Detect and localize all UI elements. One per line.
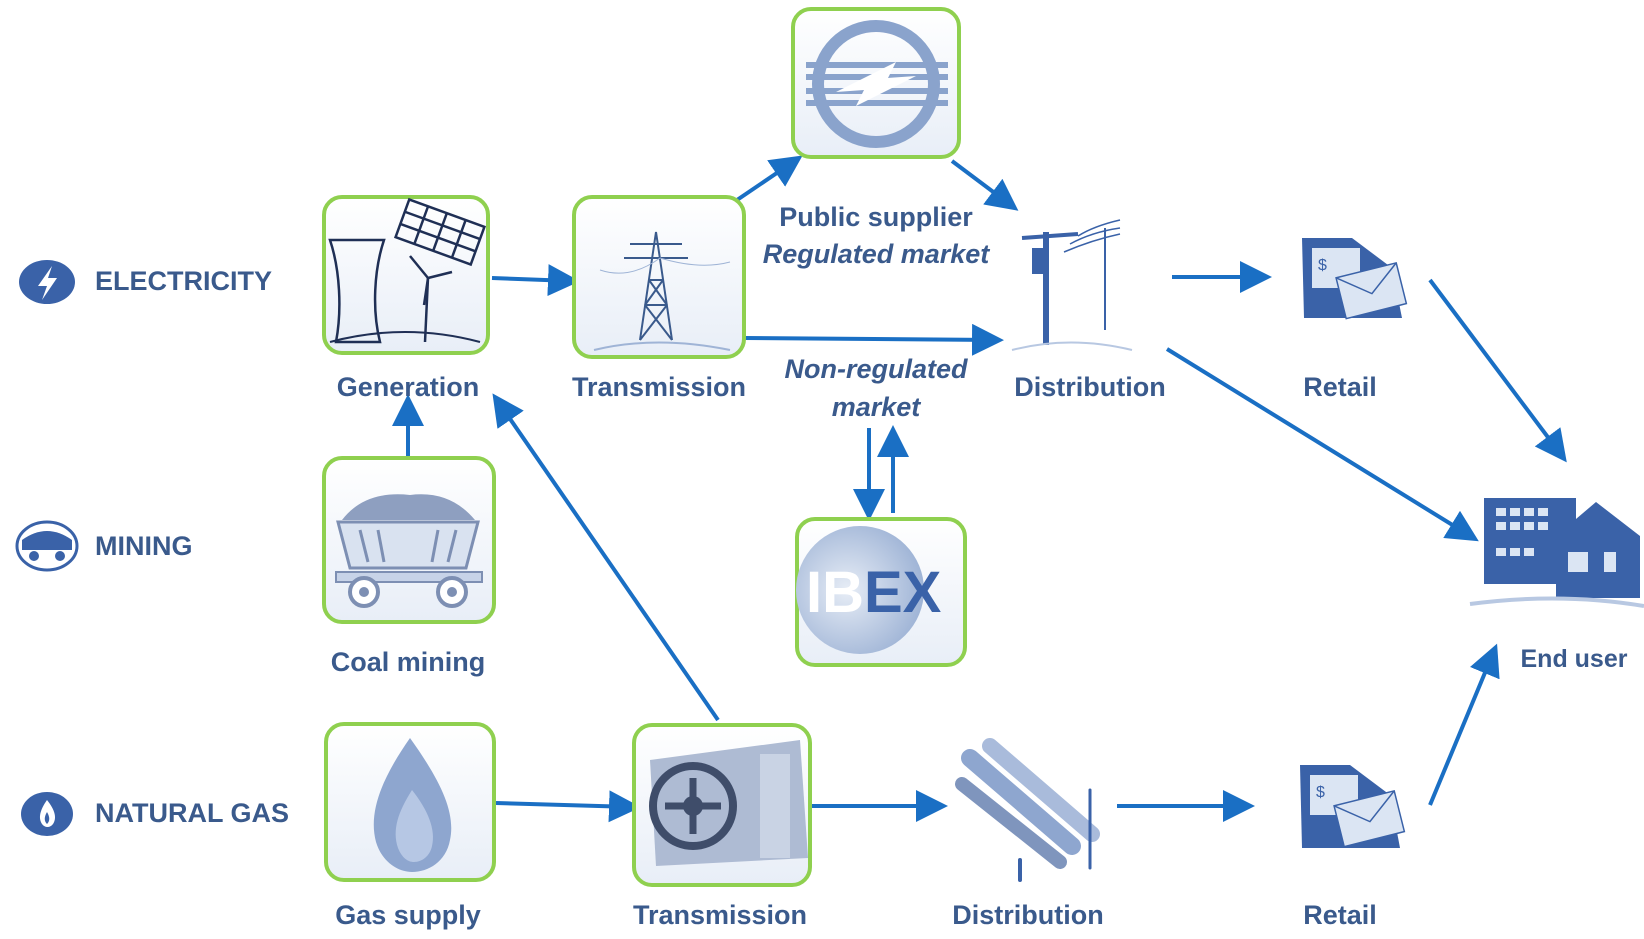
arrow-transmission-to-public-supplier <box>735 155 803 202</box>
arrow-transmission-to-distribution <box>744 323 1004 356</box>
arrow-retail-to-end-user <box>1428 278 1567 463</box>
svg-text:$: $ <box>1316 784 1325 801</box>
label-distribution-gas: Distribution <box>952 900 1104 930</box>
label-transmission-electricity: Transmission <box>571 372 747 402</box>
label-retail-electricity: Retail <box>1303 372 1377 402</box>
pipeline-valve-icon <box>649 740 808 866</box>
label-transmission-gas: Transmission <box>632 900 808 930</box>
arrows <box>392 155 1567 823</box>
arrow-generation-to-transmission <box>491 264 580 297</box>
arrow-gas-transmission-to-generation <box>492 393 720 722</box>
gas-flame-icon <box>373 738 452 872</box>
sector-label-electricity: ELECTRICITY <box>95 266 273 296</box>
mine-cart-icon <box>15 520 79 572</box>
svg-text:$: $ <box>1318 257 1327 274</box>
flame-icon <box>21 792 73 836</box>
utility-pole-icon <box>1011 219 1133 351</box>
label-retail-gas: Retail <box>1303 900 1377 930</box>
arrow-distribution-to-end-user <box>1165 347 1479 542</box>
label-regulated-market: Regulated market <box>762 239 990 269</box>
lightning-icon <box>19 260 75 304</box>
end-user-building-icon <box>1469 474 1644 624</box>
transmission-tower-icon <box>593 231 731 351</box>
arrow-gas-retail-to-end-user <box>1428 643 1500 806</box>
sector-label-natural-gas: NATURAL GAS <box>95 798 289 828</box>
label-gas-supply: Gas supply <box>335 900 481 930</box>
label-public-supplier: Public supplier <box>779 202 973 232</box>
arrow-public-supplier-to-distribution <box>950 159 1019 211</box>
ibex-logo: IBEX <box>796 526 942 654</box>
generation-box <box>322 195 490 355</box>
label-end-user: End user <box>1520 645 1628 673</box>
retail-bill-gas-icon: $ <box>1300 765 1406 848</box>
label-generation: Generation <box>336 372 480 402</box>
power-plant-icon <box>328 197 487 344</box>
label-coal-mining: Coal mining <box>330 647 486 677</box>
svg-text:IBEX: IBEX <box>806 560 942 625</box>
transmission-electricity-box <box>572 195 746 359</box>
arrow-gas-supply-to-transmission <box>495 790 641 823</box>
label-non-regulated: Non-regulated <box>784 354 968 384</box>
retail-bill-icon: $ <box>1302 238 1408 320</box>
public-supplier-logo <box>806 20 948 148</box>
sector-label-mining: MINING <box>95 531 193 561</box>
coal-cart-icon <box>335 494 483 608</box>
label-non-regulated-market: market <box>831 392 921 422</box>
gas-pipes-icon <box>955 738 1100 882</box>
label-distribution-electricity: Distribution <box>1014 372 1166 402</box>
